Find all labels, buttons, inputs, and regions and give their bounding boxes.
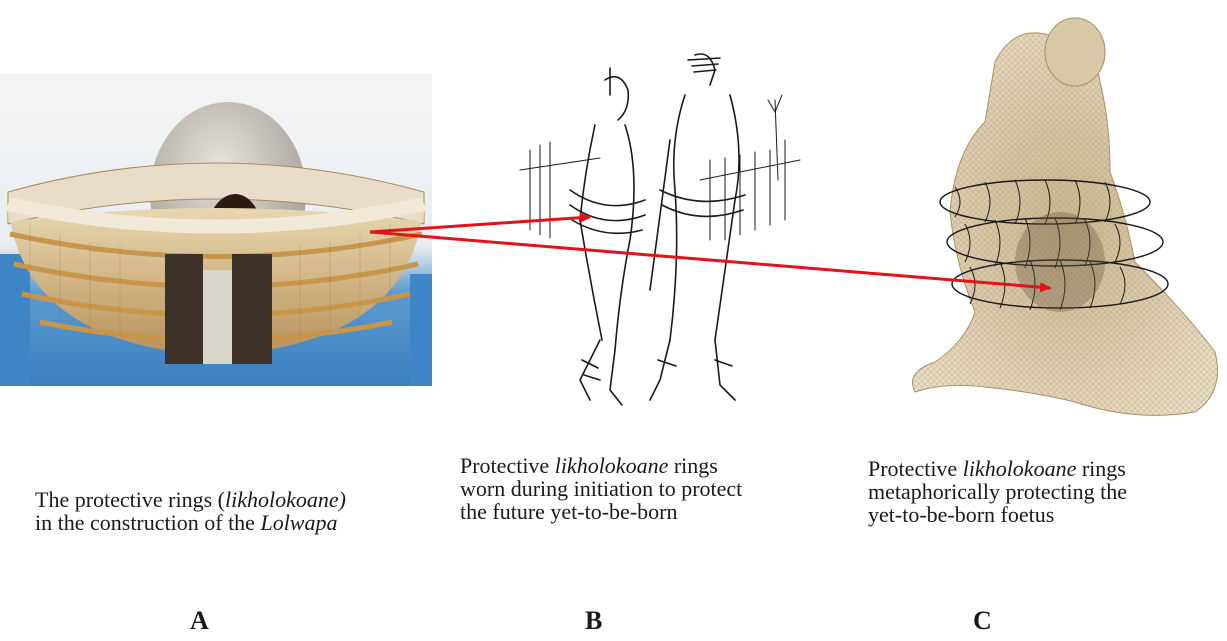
caption-c-line2: metaphorically protecting the xyxy=(868,480,1227,503)
initiation-sketch-image xyxy=(510,40,840,420)
caption-a: The protective rings (likholokoane) in t… xyxy=(35,488,455,534)
caption-a-lolwapa: Lolwapa xyxy=(260,510,337,535)
caption-a-line2: in the construction of the xyxy=(35,510,260,535)
panel-label-a: A xyxy=(190,606,209,636)
caption-c-line3: yet-to-be-born foetus xyxy=(868,503,1227,526)
kneeling-figure-image xyxy=(895,12,1227,452)
caption-b-line2: worn during initiation to protect xyxy=(460,477,880,500)
caption-b-line3: the future yet-to-be-born xyxy=(460,500,880,523)
caption-a-line1: The protective rings ( xyxy=(35,487,225,512)
caption-b-term: likholokoane xyxy=(555,453,669,478)
caption-b-line1-post: rings xyxy=(668,453,718,478)
lolwapa-enclosure-image xyxy=(0,74,432,386)
panel-label-b: B xyxy=(585,606,602,636)
caption-c-term: likholokoane xyxy=(963,456,1077,481)
caption-c-line1-pre: Protective xyxy=(868,456,963,481)
caption-c-line1-post: rings xyxy=(1076,456,1126,481)
caption-b: Protective likholokoane rings worn durin… xyxy=(460,454,880,523)
caption-b-line1-pre: Protective xyxy=(460,453,555,478)
caption-a-term: likholokoane) xyxy=(225,487,346,512)
caption-c: Protective likholokoane rings metaphoric… xyxy=(868,457,1227,526)
panel-label-c: C xyxy=(973,606,992,636)
